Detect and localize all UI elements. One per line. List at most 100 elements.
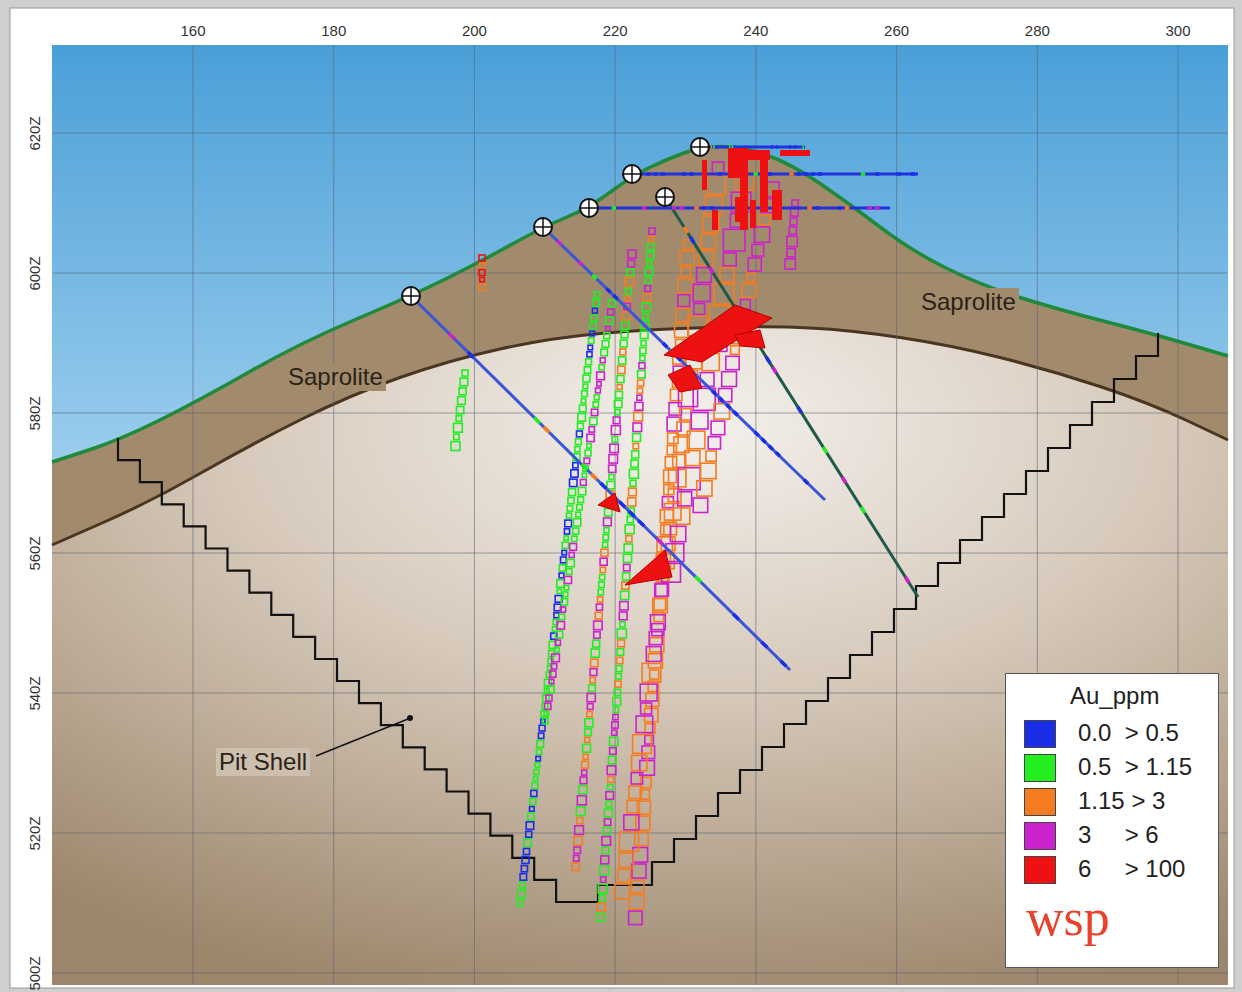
assay-interval bbox=[603, 542, 608, 547]
assay-interval bbox=[629, 911, 643, 925]
fresh-rock bbox=[52, 327, 1228, 985]
assay-interval bbox=[612, 437, 618, 443]
collar-symbol bbox=[580, 199, 598, 217]
assay-interval bbox=[613, 715, 618, 720]
assay-interval bbox=[530, 807, 535, 812]
drill-trace bbox=[665, 197, 918, 597]
drill-interval bbox=[582, 464, 588, 470]
assay-interval bbox=[561, 599, 567, 605]
assay-interval bbox=[647, 252, 654, 259]
drill-interval bbox=[702, 206, 707, 210]
assay-interval bbox=[590, 678, 595, 683]
assay-interval bbox=[580, 777, 587, 784]
assay-interval bbox=[612, 730, 617, 735]
axis-label: 180 bbox=[321, 22, 346, 39]
assay-interval bbox=[599, 365, 604, 370]
legend-swatch bbox=[1024, 720, 1056, 748]
drill-interval bbox=[619, 502, 625, 508]
axis-label: 600Z bbox=[25, 256, 42, 290]
assay-interval bbox=[460, 378, 468, 386]
assay-interval bbox=[604, 333, 610, 339]
assay-interval bbox=[583, 754, 588, 759]
assay-interval bbox=[614, 689, 620, 695]
drill-interval bbox=[657, 539, 663, 545]
assay-interval bbox=[633, 434, 641, 442]
assay-interval bbox=[544, 712, 549, 717]
legend-swatch bbox=[1024, 754, 1056, 782]
company-logo: wsp bbox=[1026, 890, 1110, 946]
assay-interval bbox=[610, 444, 618, 452]
assay-interval bbox=[589, 685, 596, 692]
assay-interval bbox=[618, 869, 631, 882]
drill-interval bbox=[818, 172, 822, 176]
assay-interval bbox=[680, 251, 694, 265]
assay-interval bbox=[571, 470, 578, 477]
assay-interval bbox=[748, 258, 761, 271]
assay-interval bbox=[601, 856, 609, 864]
drill-interval bbox=[771, 145, 773, 149]
assay-interval bbox=[572, 863, 579, 870]
assay-interval bbox=[619, 832, 638, 851]
assay-interval bbox=[627, 517, 633, 523]
assay-interval bbox=[624, 544, 632, 552]
drill-interval bbox=[449, 333, 455, 339]
assay-interval bbox=[557, 589, 561, 593]
assay-interval bbox=[567, 513, 572, 518]
frame bbox=[10, 8, 1234, 988]
assay-interval bbox=[642, 303, 650, 311]
assay-interval bbox=[587, 694, 595, 702]
assay-interval bbox=[643, 294, 651, 302]
legend-box: Au_ppm0.0 > 0.50.5 > 1.151.15 > 33 > 66 … bbox=[1005, 673, 1219, 968]
assay-interval bbox=[640, 356, 645, 361]
assay-interval bbox=[673, 454, 686, 467]
assay-interval bbox=[559, 614, 564, 619]
assay-interval bbox=[458, 397, 466, 405]
assay-interval bbox=[627, 269, 634, 276]
assay-interval bbox=[787, 236, 797, 246]
assay-interval bbox=[590, 323, 596, 329]
assay-interval bbox=[600, 866, 609, 875]
drill-interval bbox=[861, 507, 865, 513]
assay-interval bbox=[479, 284, 485, 290]
drill-interval bbox=[614, 295, 618, 299]
assay-interval bbox=[634, 412, 643, 421]
assay-interval bbox=[747, 273, 755, 281]
assay-interval bbox=[789, 227, 796, 234]
high-grade-interval bbox=[598, 493, 620, 512]
drill-interval bbox=[689, 172, 693, 176]
assay-interval bbox=[693, 498, 708, 513]
assay-interval bbox=[635, 402, 643, 410]
legend-text: 1.15 > 3 bbox=[1078, 787, 1165, 815]
assay-interval bbox=[520, 874, 527, 881]
assay-interval bbox=[596, 388, 601, 393]
drill-interval bbox=[601, 483, 607, 489]
axis-label: 200 bbox=[462, 22, 487, 39]
assay-interval bbox=[537, 749, 542, 754]
assay-interval bbox=[645, 735, 654, 744]
assay-interval bbox=[546, 695, 552, 701]
assay-interval bbox=[609, 474, 614, 479]
high-grade-interval bbox=[702, 160, 707, 190]
assay-interval bbox=[630, 480, 636, 486]
legend-text: 0.0 > 0.5 bbox=[1078, 719, 1179, 747]
assay-interval bbox=[595, 612, 602, 619]
assay-interval bbox=[624, 815, 639, 830]
drill-interval bbox=[762, 439, 766, 443]
assay-interval bbox=[626, 536, 632, 542]
drill-interval bbox=[796, 172, 800, 176]
high-grade-interval bbox=[668, 365, 702, 392]
assay-interval bbox=[707, 175, 726, 194]
axis-label: 560Z bbox=[25, 536, 42, 570]
assay-interval bbox=[547, 686, 554, 693]
drill-interval bbox=[709, 206, 714, 210]
assay-interval bbox=[668, 489, 681, 502]
assay-interval bbox=[760, 215, 770, 225]
assay-interval bbox=[726, 356, 739, 369]
assay-interval bbox=[517, 890, 525, 898]
assay-interval bbox=[524, 839, 531, 846]
assay-interval bbox=[451, 442, 460, 451]
assay-interval bbox=[528, 813, 535, 820]
assay-interval bbox=[629, 469, 638, 478]
assay-interval bbox=[603, 827, 610, 834]
assay-interval bbox=[622, 312, 630, 320]
